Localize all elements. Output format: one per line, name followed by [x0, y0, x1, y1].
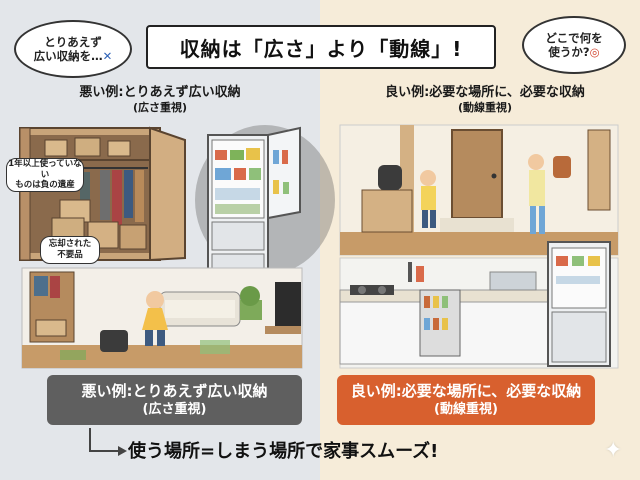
- good-example-subheading: (動線重視): [457, 101, 513, 115]
- messy-living-room-illustration: [21, 267, 303, 369]
- title-banner: 収納は「広さ」より「動線」!: [126, 25, 516, 69]
- tagline: 使う場所=しまう場所で家事スムーズ!: [128, 441, 439, 462]
- arrow-right-icon: [89, 428, 127, 456]
- bad-thought-bubble: とりあえず 広い収納を…✕: [14, 20, 132, 78]
- bad-example-heading: 悪い例:とりあえず広い収納 (広さ重視): [50, 85, 270, 115]
- bad-bubble-line1: とりあえず: [44, 34, 102, 49]
- organized-entryway-illustration: [339, 124, 619, 256]
- cluttered-closet-illustration: [19, 126, 186, 262]
- double-circle-icon: ◎: [589, 45, 600, 59]
- overstuffed-fridge-illustration: [195, 125, 335, 286]
- bad-bubble-line2: 広い収納を…✕: [33, 49, 113, 63]
- good-thought-bubble: どこで何を 使うか?◎: [522, 16, 626, 74]
- forgotten-items-note: 忘却された 不要品: [40, 236, 100, 264]
- good-bubble-line2: 使うか?◎: [548, 45, 600, 59]
- bad-example-subheading: (広さ重視): [132, 101, 188, 115]
- organized-kitchen-illustration: [339, 241, 619, 369]
- sparkle-icon: ✦: [604, 438, 623, 463]
- good-example-caption: 良い例:必要な場所に、必要な収納 (動線重視): [337, 375, 595, 425]
- good-example-heading: 良い例:必要な場所に、必要な収納 (動線重視): [360, 85, 610, 115]
- good-bubble-line1: どこで何を: [545, 30, 603, 45]
- cross-mark-icon: ✕: [102, 49, 113, 63]
- bad-example-caption: 悪い例:とりあえず広い収納 (広さ重視): [47, 375, 302, 425]
- page-title: 収納は「広さ」より「動線」!: [179, 36, 463, 61]
- unused-items-note: 1年以上使っていない ものは負の遺産: [6, 158, 84, 192]
